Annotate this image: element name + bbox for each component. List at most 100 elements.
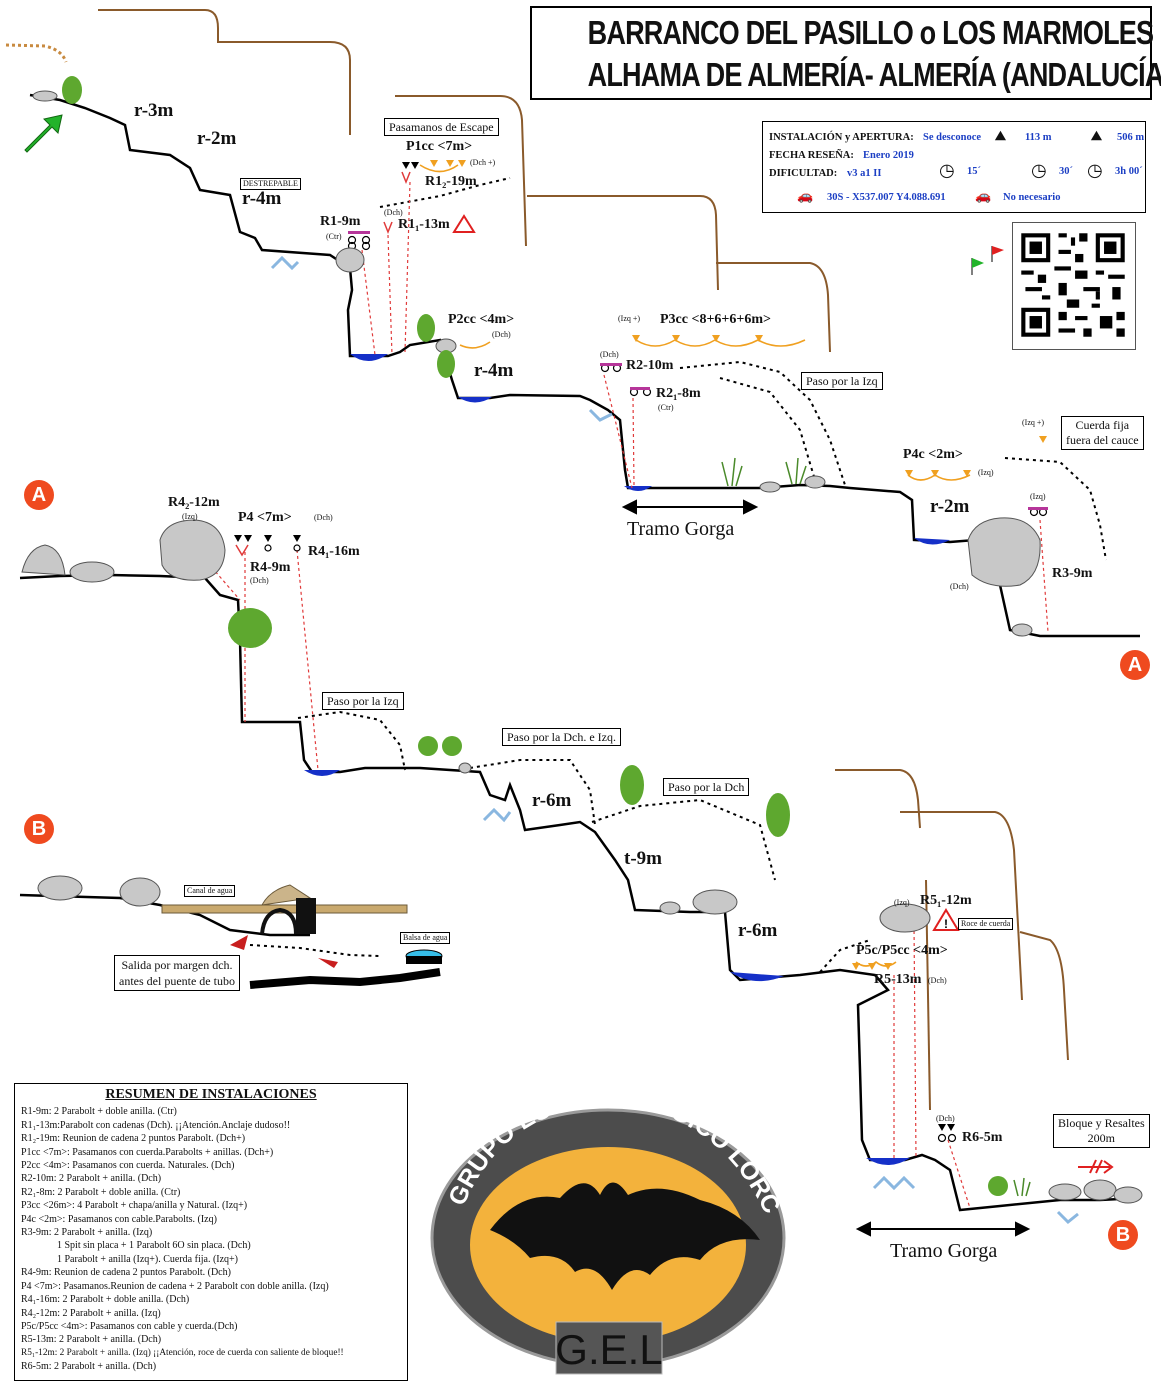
arrowhead [855, 1221, 871, 1237]
boulder [1113, 1186, 1143, 1204]
coords-value: 30S - X537.007 Y4.088.691 [827, 192, 946, 203]
clock-return-icon: ◷ [1087, 160, 1103, 180]
anchor-marker [963, 470, 971, 477]
label-destrepable: DESTREPABLE [240, 178, 301, 190]
label-izq-r3: (Izq) [1030, 492, 1046, 501]
summary-line: R1₁-13m:Parabolt con cadenas (Dch). ¡¡At… [21, 1119, 291, 1131]
label-izq-r42: (Izq) [182, 512, 198, 521]
shuttle-icon: 🚗 [975, 188, 992, 203]
warning-mark: ! [944, 917, 948, 931]
summary-line: P3cc <26m>: 4 Parabolt + chapa/anilla y … [21, 1200, 248, 1212]
label-dch-r3: (Dch) [950, 582, 969, 591]
summary-line: R1-9m: 2 Parabolt + doble anilla. (Ctr) [21, 1106, 177, 1118]
label-dch2: (Dch) [600, 350, 619, 359]
label-paso-izq-1: Paso por la Izq [801, 372, 883, 390]
label-p4: P4 <7m> [238, 510, 292, 525]
anchor-marker [868, 963, 876, 970]
tree-icon [442, 736, 462, 756]
label-r2: R2-10m [626, 358, 674, 373]
approach-path-5 [835, 769, 921, 829]
approach-path-4 [716, 262, 831, 353]
label-p3cc: P3cc <8+6+6+6m> [660, 312, 772, 327]
boulder [119, 877, 161, 907]
label-izq-p4c: (Izq) [978, 468, 994, 477]
red-rings [235, 171, 411, 557]
clock-approach-icon: ◷ [939, 160, 955, 180]
water-pools [304, 354, 950, 1165]
bloque-line1: Bloque y Resaltes [1058, 1116, 1145, 1130]
label-p1cc-side: (Dch +) [470, 158, 496, 167]
summary-line: P2cc <4m>: Pasamanos con cuerda. Natural… [21, 1160, 235, 1172]
summary-line: R2-10m: 2 Parabolt + anilla. (Dch) [21, 1173, 162, 1185]
label-tramo-gorga-2: Tramo Gorga [890, 1240, 998, 1262]
flow-arrow-icon [1056, 1210, 1079, 1225]
label-r4: R4-9m [250, 560, 291, 575]
label-izq-plus2: (Izq +) [1022, 418, 1045, 427]
bypass-path-3 [1004, 457, 1107, 561]
label-r6m-b: r-6m [738, 920, 778, 941]
bypass-path-5 [469, 759, 596, 826]
bat-icon [490, 1182, 760, 1290]
bypass-path-7 [819, 939, 871, 973]
anchor-marker [430, 160, 438, 167]
chain-red-icon [235, 544, 249, 557]
flow-arrow-icon [872, 1175, 916, 1191]
desnivel-value: 113 m [1025, 132, 1052, 143]
boulder [1083, 1179, 1117, 1201]
approach-arrow-icon [24, 114, 63, 153]
label-dch1: (Dch) [384, 208, 403, 217]
pool [730, 972, 784, 982]
pool [914, 538, 950, 545]
cut-mark [1095, 1159, 1103, 1174]
summary-line: P4c <2m>: Pasamanos con cable.Parabolts.… [21, 1213, 217, 1225]
label-r42: R4₂-12m [168, 495, 220, 510]
badge-b-start: B [24, 814, 54, 844]
summary-title: RESUMEN DE INSTALACIONES [105, 1087, 317, 1102]
vegetation [62, 76, 1008, 1196]
boulder [659, 901, 681, 915]
time-return: 3h 00´ [1115, 166, 1143, 177]
boulder-large [967, 517, 1041, 587]
boulder [1048, 1183, 1082, 1201]
label-izq-plus1: (Izq +) [618, 314, 641, 323]
warning-icon [452, 214, 476, 233]
qr-code[interactable] [1012, 222, 1136, 350]
bush-icon [228, 608, 272, 648]
label-r11: R1₁-13m [398, 217, 450, 232]
pool [866, 1158, 910, 1165]
anchor-marker [1039, 436, 1047, 443]
label-ctr2: (Ctr) [658, 403, 674, 412]
label-tramo-gorga-1: Tramo Gorga [627, 518, 735, 540]
anchor-marker [755, 335, 763, 342]
rappel-line [361, 249, 376, 356]
label-p2cc: P2cc <4m> [448, 312, 515, 327]
approach-path-1 [98, 9, 351, 135]
anchor-icon [402, 162, 410, 169]
handline-anchors [430, 160, 1047, 970]
label-dch-r4: (Dch) [250, 576, 269, 585]
bush-icon [417, 314, 435, 342]
summary-line: R5-13m: 2 Parabolt + anilla. (Dch) [21, 1334, 162, 1346]
salida-line1: Salida por margen dch. [121, 958, 233, 972]
label-roce: Roce de cuerda [958, 918, 1014, 930]
arrowhead [621, 499, 637, 515]
bridge-icon [261, 884, 312, 906]
label-ctr1: (Ctr) [326, 232, 342, 241]
bypass-path-4 [297, 710, 406, 771]
chain-red-icon [401, 171, 411, 185]
handline-p3 [635, 339, 806, 347]
exit-arrow-icon [318, 958, 338, 968]
rappel-line [296, 549, 319, 771]
clock-descent-icon: ◷ [1031, 160, 1047, 180]
approach-paths [98, 9, 1069, 1111]
approach-path-6 [900, 811, 1023, 1001]
rappel-line [913, 924, 917, 1159]
handline-p4 [907, 474, 971, 481]
water-tank-base [406, 956, 442, 964]
chain-red-icon [383, 221, 393, 235]
badge-a-start: A [24, 480, 54, 510]
shuttle-value: No necesario [1003, 192, 1061, 203]
cuerda-fija-line2: fuera del cauce [1066, 433, 1139, 447]
summary-line: R4₁-16m: 2 Parabolt + doble anilla. (Dch… [21, 1294, 190, 1306]
